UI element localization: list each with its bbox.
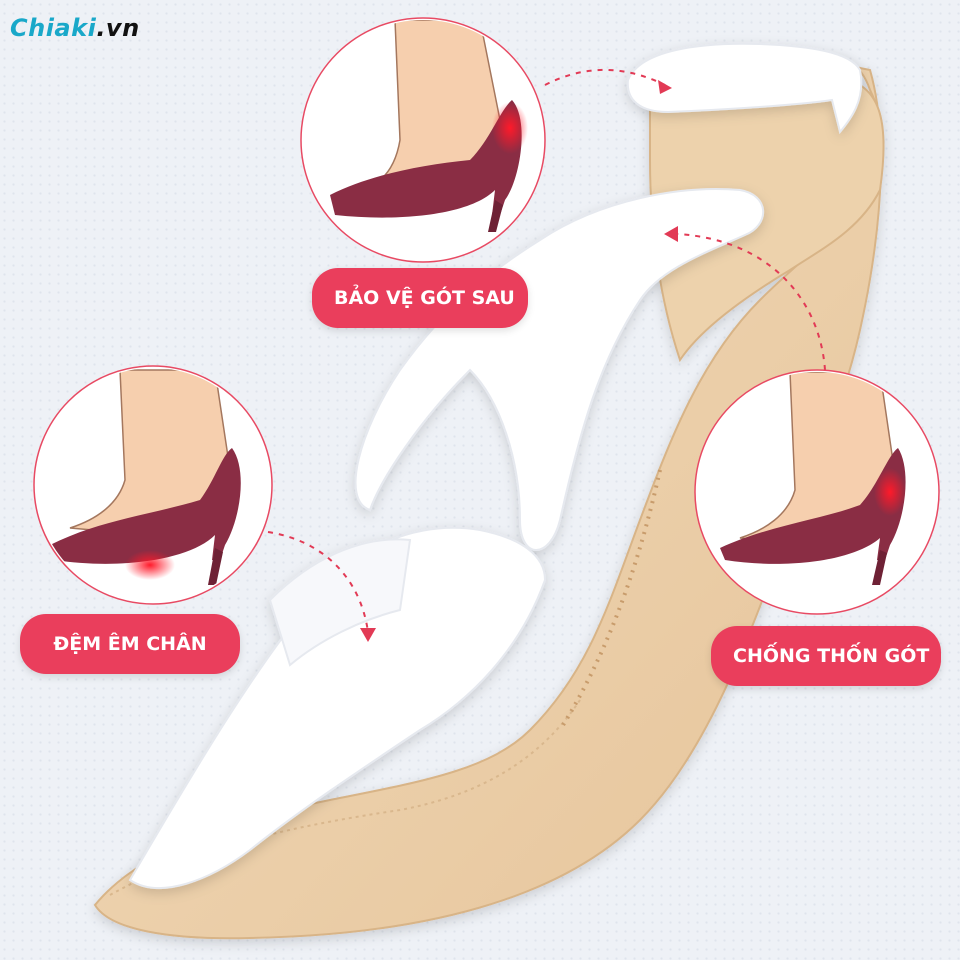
callout-heel-protection: BẢO VỆ GÓT SAU — [312, 268, 528, 328]
illustration-heel-protection — [300, 17, 546, 263]
illustration-anti-slip — [694, 369, 940, 615]
gel-pads — [128, 42, 863, 889]
brand-name: Chiaki — [10, 14, 97, 42]
callout-anti-slip: CHỐNG THỐN GÓT — [711, 626, 941, 686]
dashed-arrows — [267, 69, 826, 633]
callout-cushion: ĐỆM ÊM CHÂN — [20, 614, 240, 674]
brand-logo: Chiaki.vn — [10, 14, 140, 42]
arrow-heads — [360, 80, 678, 642]
brand-domain: .vn — [96, 14, 140, 42]
illustration-cushion — [33, 365, 273, 605]
